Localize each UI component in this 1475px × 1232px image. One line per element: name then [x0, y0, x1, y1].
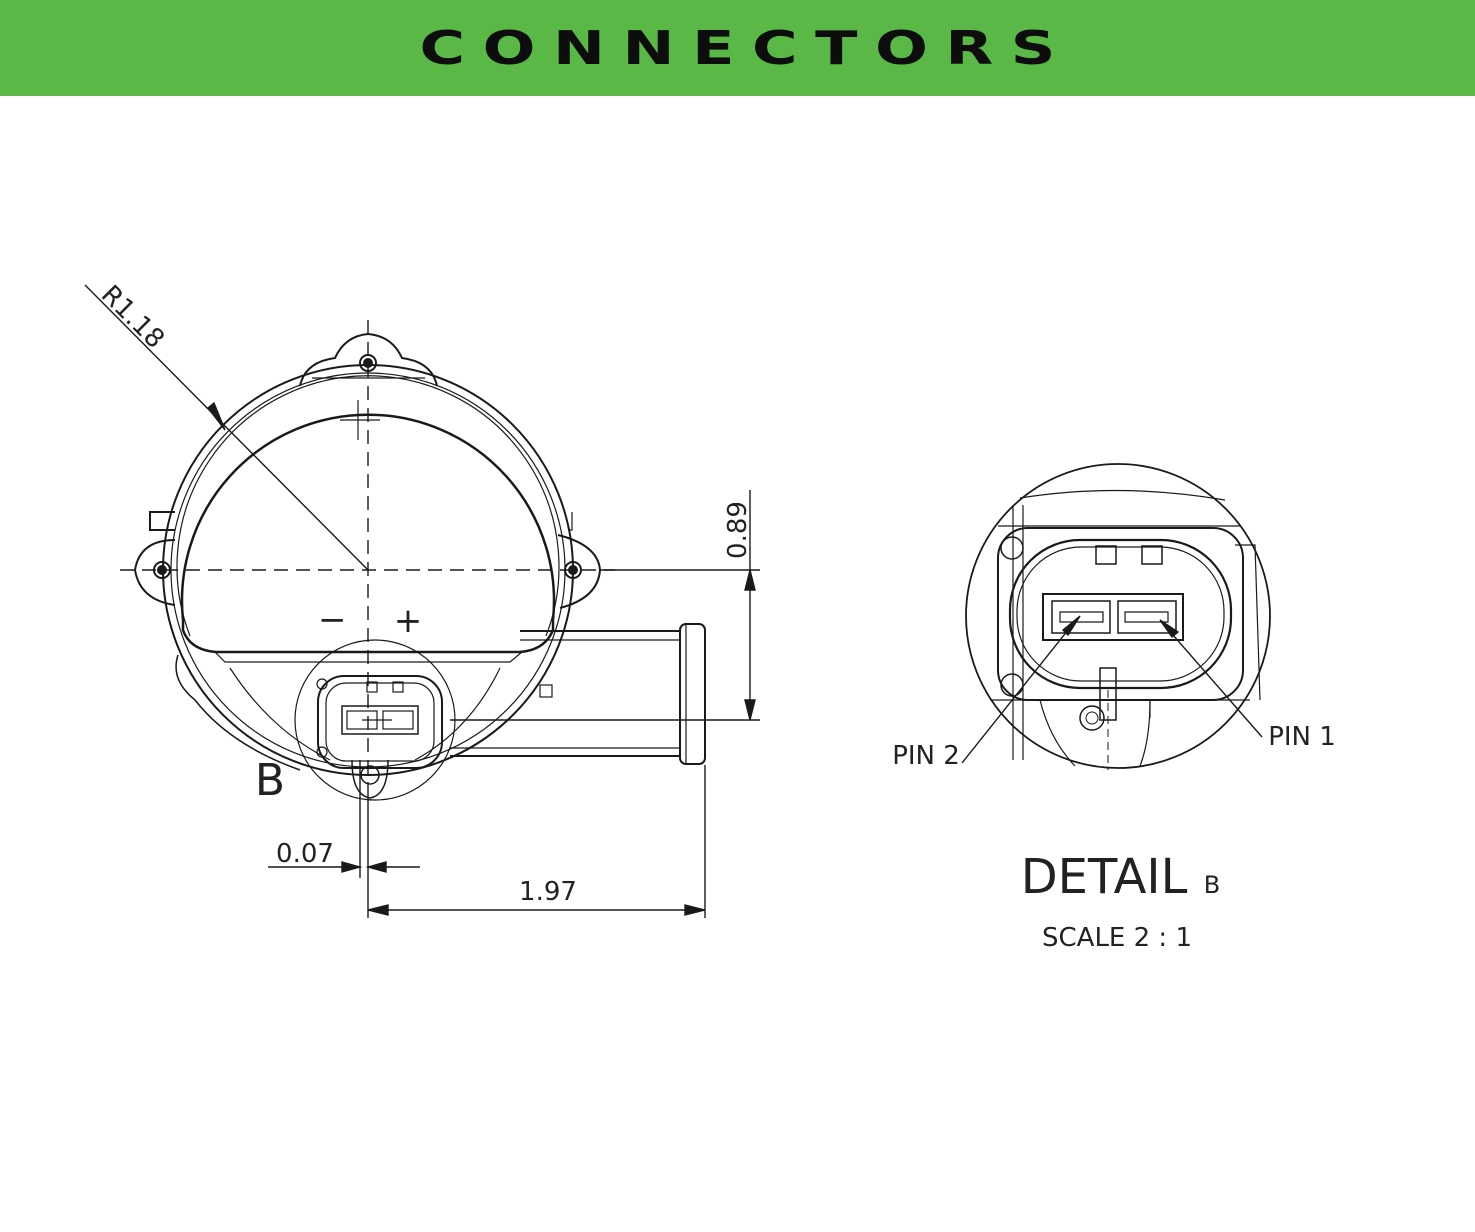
connector-plug	[316, 675, 443, 799]
detail-boundary-circle	[965, 463, 1271, 769]
width-dimension	[367, 765, 706, 918]
pin1-label: PIN 1	[1268, 722, 1336, 752]
height-dimension-label: 0.89	[723, 501, 753, 559]
height-dimension	[450, 490, 760, 721]
radius-leader	[84, 284, 369, 571]
offset-dimension	[268, 760, 420, 918]
offset-dimension-label: 0.07	[276, 839, 334, 869]
header-banner: CONNECTORS	[0, 0, 1475, 96]
minus-symbol: −	[318, 600, 347, 640]
pin2-label: PIN 2	[892, 741, 960, 771]
detail-title-letter: B	[1204, 871, 1220, 899]
detail-title: DETAIL	[1021, 849, 1188, 905]
outlet-tube	[450, 623, 706, 765]
main-view	[133, 332, 706, 801]
face-plate	[180, 413, 556, 654]
width-dimension-label: 1.97	[519, 877, 577, 907]
page-title: CONNECTORS	[419, 21, 1074, 75]
detail-scale: SCALE 2 : 1	[1042, 923, 1192, 953]
left-mount-ear	[133, 511, 176, 606]
plus-symbol: +	[394, 601, 423, 641]
pin-leaders	[961, 615, 1263, 764]
technical-drawing: − + R1.18 0.89 0.07 1.97 B	[84, 280, 1336, 953]
radius-label: R1.18	[95, 280, 170, 355]
detail-marker-b: B	[255, 755, 285, 806]
detail-view	[965, 463, 1271, 770]
